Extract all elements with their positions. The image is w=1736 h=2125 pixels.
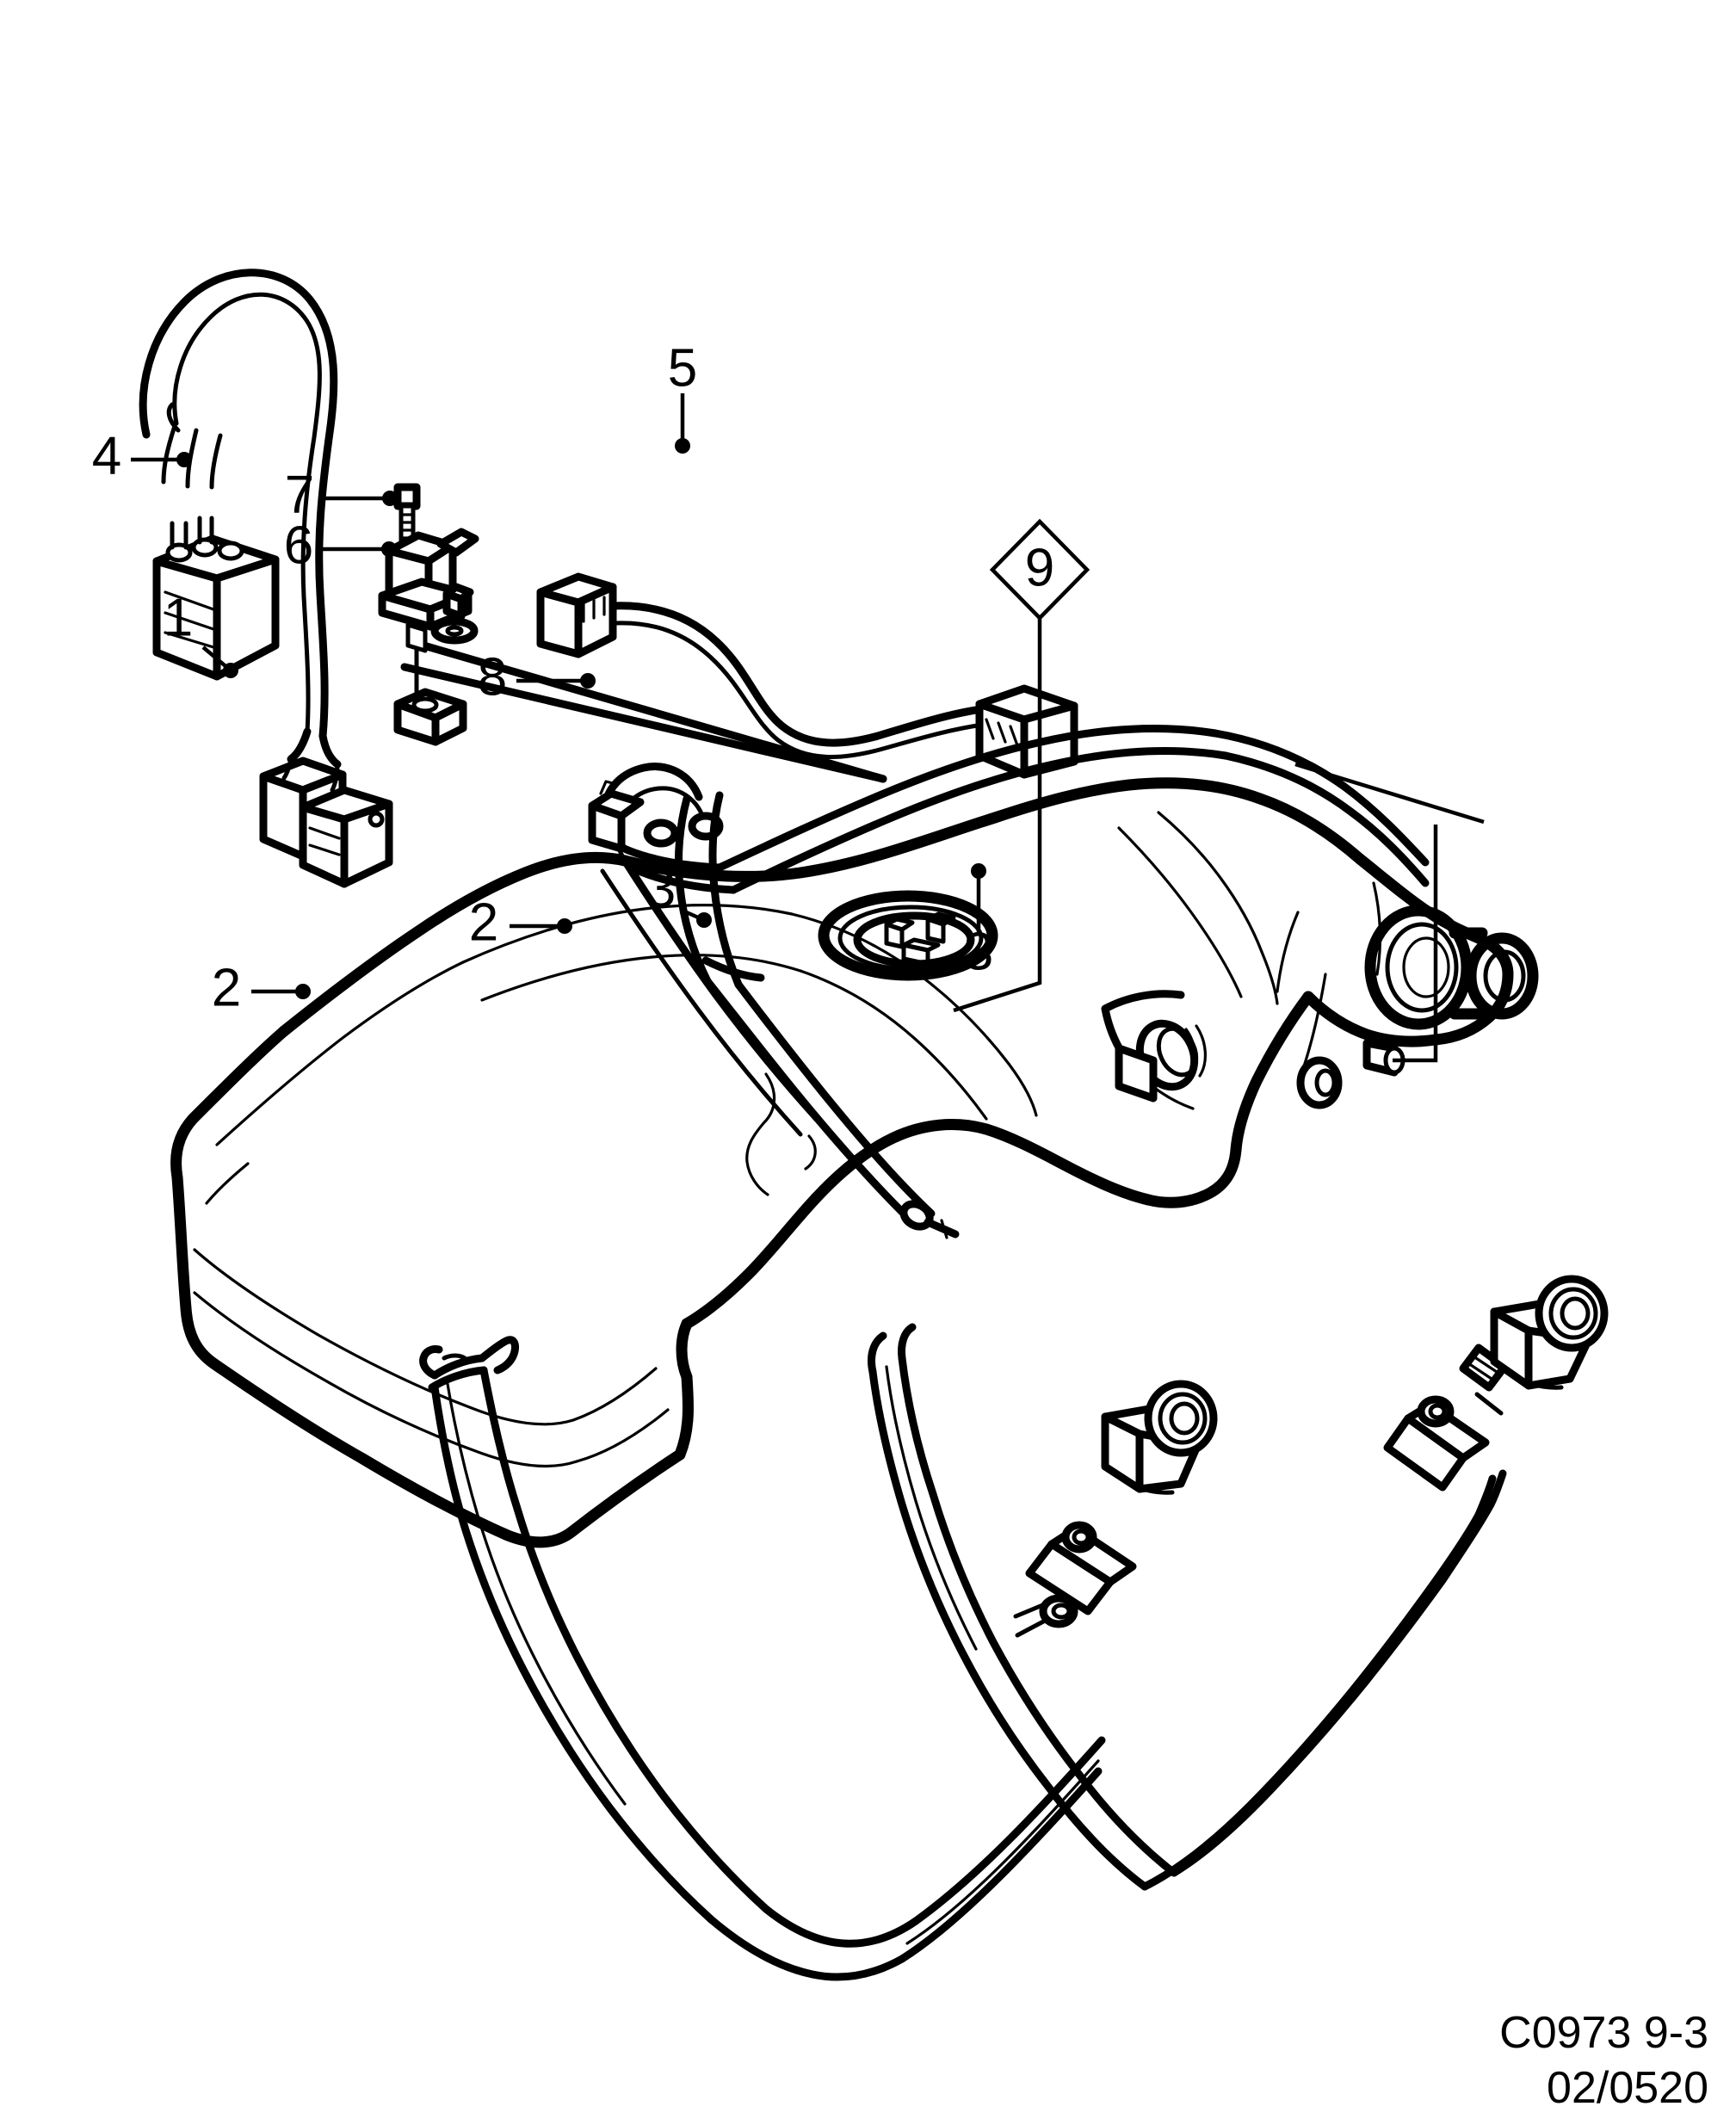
drawing-code: C0973 9-3 bbox=[1499, 2008, 1708, 2058]
callout-8-dot bbox=[580, 673, 596, 689]
callout-6[interactable]: 6 bbox=[284, 516, 397, 575]
callout-5-dot bbox=[675, 438, 690, 454]
callout-3-right[interactable]: 3 bbox=[964, 863, 993, 981]
part-4-wiring-harness-sender bbox=[139, 269, 393, 888]
part-5-wiring-harness-pump bbox=[536, 572, 1078, 779]
callout-3-right-dot bbox=[971, 863, 986, 879]
revision-date: 02/0520 bbox=[1547, 2063, 1708, 2113]
callout-7-label: 7 bbox=[285, 465, 314, 524]
callout-2-right-dot bbox=[557, 918, 572, 934]
callout-2-right-label: 2 bbox=[469, 893, 498, 952]
callout-2-left-dot bbox=[295, 984, 311, 999]
callout-2-left-label: 2 bbox=[212, 958, 241, 1017]
callout-7-dot bbox=[382, 491, 398, 506]
callout-2-right[interactable]: 2 bbox=[469, 893, 572, 952]
callout-5-label: 5 bbox=[668, 338, 697, 398]
callout-1-label: 1 bbox=[164, 588, 193, 647]
callout-4-label: 4 bbox=[92, 426, 121, 485]
part-3b-lock-nut bbox=[1490, 1275, 1609, 1390]
callout-3-left-label: 3 bbox=[646, 859, 676, 918]
callout-4-dot bbox=[176, 452, 192, 467]
callout-5[interactable]: 5 bbox=[668, 338, 697, 454]
callout-8[interactable]: 8 bbox=[478, 647, 596, 707]
part-4-pointer-arrow bbox=[400, 639, 887, 783]
part-9-filler-pipe-connection bbox=[953, 618, 1485, 1063]
callout-8-label: 8 bbox=[478, 647, 507, 707]
part-3a-lock-nut bbox=[1101, 1380, 1218, 1495]
callout-7[interactable]: 7 bbox=[285, 465, 398, 524]
callout-1-dot bbox=[223, 663, 238, 678]
part-6-shut-off-valve bbox=[378, 528, 479, 746]
callout-3-left[interactable]: 3 bbox=[646, 859, 712, 928]
callout-6-label: 6 bbox=[284, 516, 313, 575]
callout-4[interactable]: 4 bbox=[92, 426, 192, 485]
part-1-fuel-tank bbox=[170, 777, 1539, 1548]
callout-1[interactable]: 1 bbox=[164, 588, 238, 678]
callout-3-left-dot bbox=[696, 912, 712, 928]
callout-2-left[interactable]: 2 bbox=[212, 958, 311, 1017]
callout-6-dot bbox=[381, 541, 397, 557]
callout-9[interactable]: 9 bbox=[989, 518, 1090, 621]
part-8-fuel-pipes bbox=[588, 725, 1430, 1239]
callout-9-label: 9 bbox=[1025, 538, 1054, 597]
callout-9-diamond bbox=[989, 518, 1090, 621]
part-2-retaining-straps bbox=[419, 1323, 1509, 1981]
